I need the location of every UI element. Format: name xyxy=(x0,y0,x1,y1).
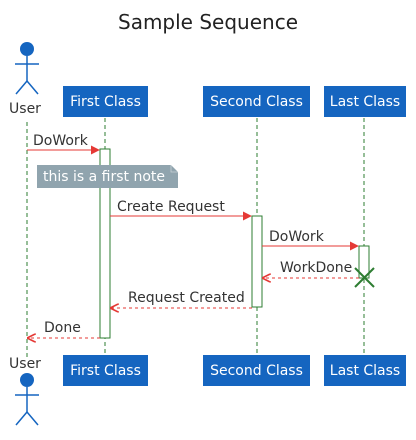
destroy-mark-icon xyxy=(354,267,375,288)
participant-first-class-label-top: First Class xyxy=(70,94,141,110)
actor-head-icon-bottom xyxy=(20,373,34,387)
message-create-request: Create Request xyxy=(110,199,252,221)
message-dowork-2: DoWork xyxy=(262,229,359,251)
message-request-created: Request Created xyxy=(111,290,252,308)
message-create-request-label: Create Request xyxy=(117,199,225,215)
actor-head-icon xyxy=(20,42,34,56)
participant-last-class-label-top: Last Class xyxy=(330,94,400,110)
actor-user-top: User xyxy=(9,42,41,117)
message-dowork-1: DoWork xyxy=(27,133,100,155)
participant-second-class-bottom: Second Class xyxy=(203,355,310,386)
participant-last-class-top: Last Class xyxy=(324,86,406,117)
participant-first-class-bottom: First Class xyxy=(63,355,148,386)
diagram-title: Sample Sequence xyxy=(118,10,298,34)
actor-user-label-top: User xyxy=(9,101,41,117)
note-box: this is a first note xyxy=(37,165,178,188)
actor-user-bottom: User xyxy=(9,356,41,426)
participant-second-class-top: Second Class xyxy=(203,86,310,117)
message-request-created-label: Request Created xyxy=(128,290,245,306)
message-dowork-1-label: DoWork xyxy=(33,133,89,149)
participant-second-class-label-top: Second Class xyxy=(210,94,303,110)
participant-last-class-label-bottom: Last Class xyxy=(330,363,400,379)
message-done-label: Done xyxy=(44,320,81,336)
message-dowork-2-label: DoWork xyxy=(269,229,325,245)
actor-user-label-bottom: User xyxy=(9,356,41,372)
participant-first-class-top: First Class xyxy=(63,86,148,117)
activation-first-class xyxy=(99,148,111,339)
message-workdone: WorkDone xyxy=(263,260,359,278)
message-done: Done xyxy=(28,320,100,338)
participant-second-class-label-bottom: Second Class xyxy=(210,363,303,379)
participant-last-class-bottom: Last Class xyxy=(324,355,406,386)
activation-second-class xyxy=(251,215,263,308)
participant-first-class-label-bottom: First Class xyxy=(70,363,141,379)
message-workdone-label: WorkDone xyxy=(280,260,352,276)
note-text: this is a first note xyxy=(43,169,165,185)
